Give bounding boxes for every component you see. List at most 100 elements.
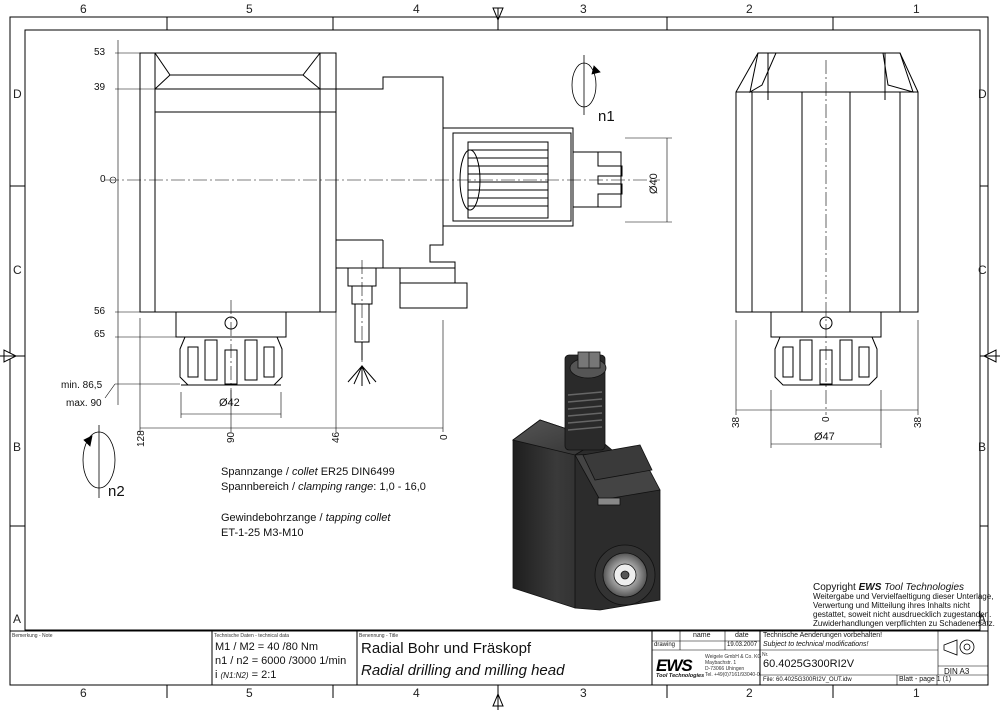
column-label: 2 <box>746 686 753 700</box>
isometric-view <box>512 351 661 611</box>
note-collet-en: collet <box>291 466 318 478</box>
dim-length-46: 46 <box>331 431 342 443</box>
paper-format: DIN A3 <box>944 667 970 676</box>
rotation-label-n1: n1 <box>598 108 615 125</box>
dim-spindle-diameter: Ø40 <box>648 173 660 194</box>
dim-depth-max: max. 90 <box>66 398 102 409</box>
side-dimension-lines <box>735 320 919 448</box>
copyright-brand: EWS <box>858 582 882 593</box>
dim-side-38-right: 38 <box>913 416 924 428</box>
row-label: B <box>978 440 987 454</box>
ews-logo: EWS <box>656 656 693 675</box>
note-clamping-de: Spannbereich / <box>221 481 295 493</box>
note-tapping-spec: ET-1-25 M3-M10 <box>221 527 304 539</box>
copyright-title: Copyright EWS Tool Technologies <box>813 582 995 593</box>
copyright-prefix: Copyright <box>813 582 856 593</box>
title-block-lines <box>10 630 988 685</box>
techdata-ratio: i (N1:N2) = 2:1 <box>215 669 276 681</box>
company-address: Tel. +49(0)7161/93040-0 <box>705 672 760 678</box>
rotation-symbol-n1 <box>571 55 601 115</box>
dim-depth-min: min. 86,5 <box>61 380 103 391</box>
part-number: 60.4025G300RI2V <box>763 658 855 670</box>
title-label: Benennung - Title <box>359 633 399 639</box>
dim-side-38-left: 38 <box>731 416 742 428</box>
rotation-symbol-n2 <box>82 425 116 498</box>
column-label: 6 <box>80 686 87 700</box>
note-tapping-en: tapping collet <box>325 512 391 524</box>
note-collet-spec: ER25 DIN6499 <box>320 466 395 478</box>
dim-height-39: 39 <box>94 82 106 93</box>
company-address: Maybachstr. 1 <box>705 660 737 666</box>
column-label: 1 <box>913 686 920 700</box>
center-lines <box>105 60 827 415</box>
sheet-frame <box>0 7 1000 710</box>
column-label: 3 <box>580 686 587 700</box>
techdata-ratio-value: = 2:1 <box>251 669 277 681</box>
dim-height-53: 53 <box>94 47 106 58</box>
note-collet-de: Spannzange / <box>221 466 289 478</box>
dim-length-0: 0 <box>439 434 450 440</box>
column-label: 4 <box>413 2 420 16</box>
title-english: Radial drilling and milling head <box>361 662 565 679</box>
row-label: A <box>13 612 22 626</box>
note-collet: Spannzange / collet ER25 DIN6499 <box>221 466 395 478</box>
column-label: 3 <box>580 2 587 16</box>
techdata-speed: n1 / n2 = 6000 /3000 1/min <box>215 655 347 667</box>
row-label: C <box>13 263 22 277</box>
front-dimension-lines <box>104 40 672 432</box>
dim-side-diameter: Ø47 <box>814 431 835 443</box>
dim-height-65: 65 <box>94 329 106 340</box>
number-label: Nr. <box>762 652 769 658</box>
row-label: C <box>978 263 987 277</box>
company-address: D-73066 Uhingen <box>705 666 745 672</box>
dim-collet-diameter: Ø42 <box>219 397 240 409</box>
copyright-line: Weitergabe und Vervielfaeltigung dieser … <box>813 592 994 601</box>
change-notice-en: Subject to technical modifications! <box>763 641 869 648</box>
logo-subtitle: Tool Technologies <box>656 673 705 679</box>
front-view <box>139 52 623 386</box>
column-label: 4 <box>413 686 420 700</box>
techdata-label: Technische Daten - technical data <box>214 633 290 639</box>
techdata-torque: M1 / M2 = 40 /80 Nm <box>215 641 319 653</box>
note-tapping-collet: Gewindebohrzange / tapping collet <box>221 512 390 524</box>
row-label: A <box>978 612 987 626</box>
rotation-label-n2: n2 <box>108 483 125 500</box>
column-label: 5 <box>246 2 253 16</box>
date-header: date <box>735 632 749 639</box>
sheet-page: Blatt - page 1 (1) <box>899 676 952 683</box>
thread-ribs <box>459 141 549 219</box>
title-german: Radial Bohr und Fräskopf <box>361 640 532 657</box>
note-clamping-value: : 1,0 - 16,0 <box>373 481 426 493</box>
copyright-suffix: Tool Technologies <box>884 582 965 593</box>
remark-label: Bemerkung - Note <box>12 633 53 639</box>
note-clamping-range: Spannbereich / clamping range: 1,0 - 16,… <box>221 481 426 493</box>
dim-side-0: 0 <box>821 416 832 422</box>
column-label: 2 <box>746 2 753 16</box>
name-header: name <box>693 632 711 639</box>
dim-length-128: 128 <box>136 430 147 447</box>
company-address: Weigele GmbH & Co. KG <box>705 654 762 660</box>
note-clamping-en: clamping range <box>298 481 374 493</box>
side-view <box>735 52 919 386</box>
drawing-date: 19.03.2007 <box>727 642 758 648</box>
dim-height-0: 0 <box>100 174 106 185</box>
column-label: 6 <box>80 2 87 16</box>
note-tapping-de: Gewindebohrzange / <box>221 512 323 524</box>
copyright-notice: Copyright EWS Tool Technologies Weiterga… <box>813 582 995 629</box>
drawing-label: drawing <box>654 642 676 648</box>
techdata-ratio-symbol: i <box>215 669 218 681</box>
row-label: D <box>13 87 22 101</box>
row-label: D <box>978 87 987 101</box>
change-notice-de: Technische Aenderungen vorbehalten! <box>763 632 883 639</box>
row-label: B <box>13 440 22 454</box>
copyright-line: Verwertung und Mitteilung ihres Inhalts … <box>813 601 970 610</box>
techdata-ratio-basis: (N1:N2) <box>220 671 249 680</box>
column-label: 5 <box>246 686 253 700</box>
column-label: 1 <box>913 2 920 16</box>
file-name: File: 60.4025G300RI2V_OUT.idw <box>763 677 852 683</box>
dim-height-56: 56 <box>94 306 106 317</box>
copyright-line: Zuwiderhandlungen verpflichten zu Schade… <box>813 619 995 628</box>
dim-length-90: 90 <box>226 431 237 443</box>
